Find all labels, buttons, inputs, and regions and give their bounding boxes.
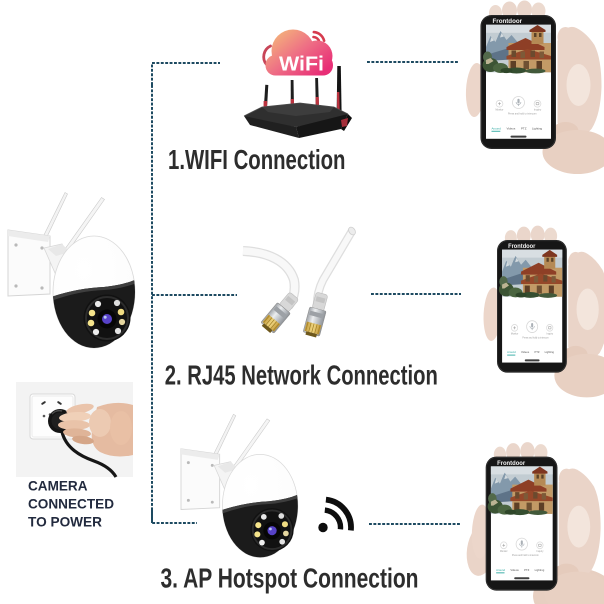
svg-text:CAMERA: CAMERA <box>28 478 88 494</box>
svg-text:1.WIFI Connection: 1.WIFI Connection <box>168 144 346 175</box>
svg-text:WiFi: WiFi <box>279 54 324 76</box>
svg-text:3. AP Hotspot Connection: 3. AP Hotspot Connection <box>161 563 419 594</box>
svg-text:CONNECTED: CONNECTED <box>28 496 114 512</box>
svg-text:TO POWER: TO POWER <box>28 514 102 530</box>
svg-text:2. RJ45 Network Connection: 2. RJ45 Network Connection <box>165 360 438 391</box>
